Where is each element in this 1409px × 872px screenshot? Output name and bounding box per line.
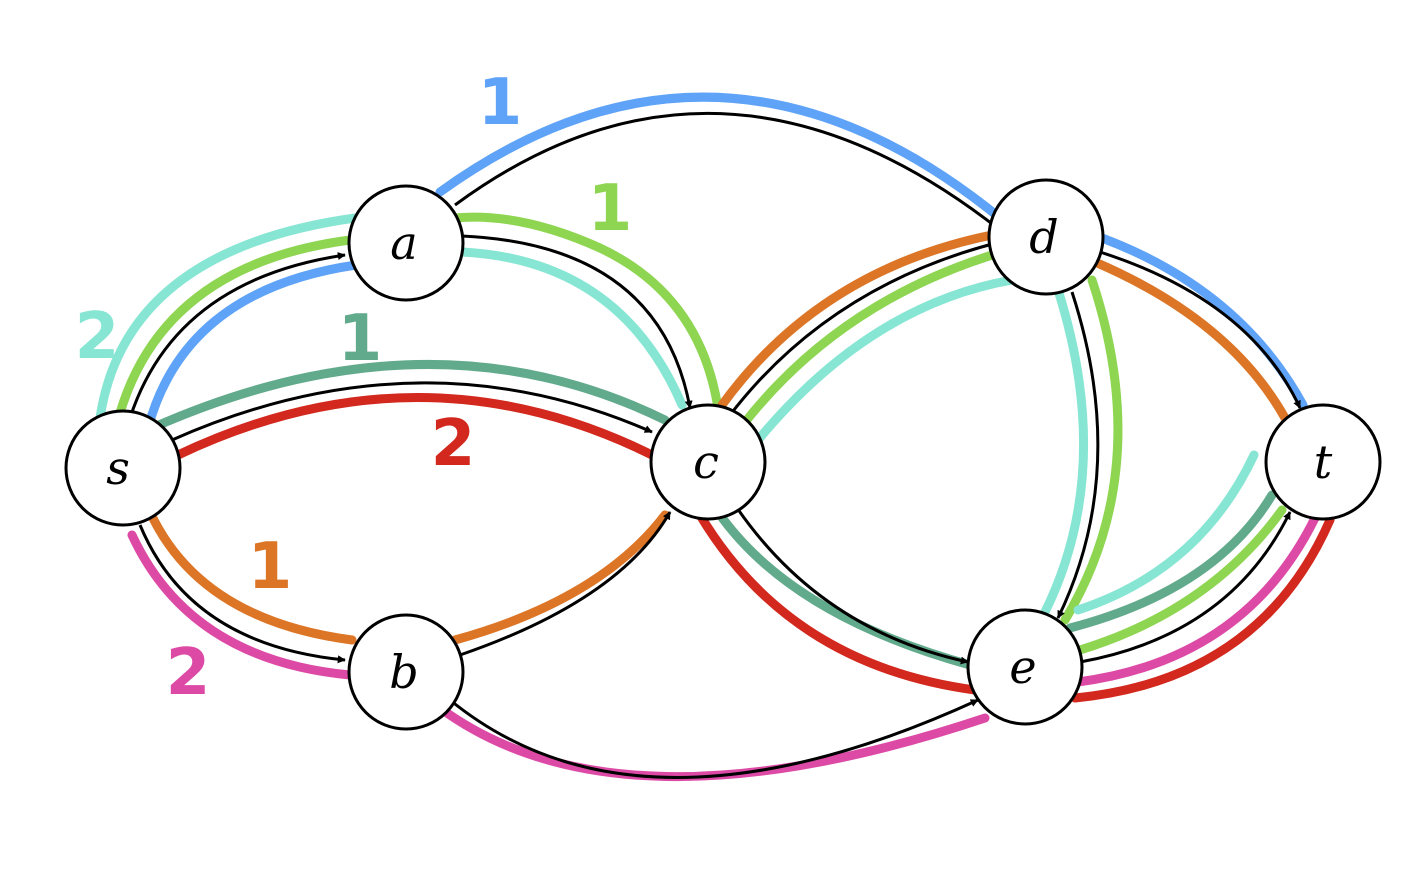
node-a: a [347, 184, 465, 302]
node-label-c: c [693, 435, 719, 489]
flow-path-blue [435, 92, 1005, 223]
flow-path-red [1070, 515, 1335, 703]
node-circle [347, 184, 465, 302]
flow-path-blue [143, 260, 361, 433]
flow-label-lightgreen: 1 [588, 172, 633, 246]
node-s: s [64, 409, 182, 527]
node-b: b [347, 613, 465, 731]
graph-nodes: s a b c d e t [64, 178, 1382, 731]
edge-s-c [171, 381, 653, 442]
node-label-t: t [1314, 435, 1333, 489]
node-c: c [649, 403, 767, 521]
flow-path-lightgreen [737, 247, 1007, 431]
edge-s-b [138, 524, 346, 664]
node-label-s: s [106, 441, 130, 495]
edge-b-c [459, 511, 672, 657]
flow-path-orange [1090, 257, 1290, 423]
flow-label-teal: 1 [338, 302, 383, 376]
flow-path-lightgreen [1075, 505, 1287, 655]
flow-label-orange: 1 [248, 530, 293, 604]
flow-path-orange [145, 507, 357, 645]
flow-path-blue [1097, 233, 1308, 410]
flow-path-lightgreen [450, 212, 723, 413]
node-circle [987, 178, 1105, 296]
flow-path-lightgreen [1060, 275, 1123, 625]
flow-label-red: 2 [431, 407, 476, 481]
edge-c-d [728, 239, 1001, 416]
edge-d-t [1099, 250, 1302, 409]
flow-path-pink [435, 703, 990, 782]
flow-path-red [173, 393, 657, 460]
node-t: t [1264, 403, 1382, 521]
node-circle [649, 403, 767, 521]
node-circle [347, 613, 465, 731]
edge-e-t [1079, 511, 1292, 664]
flow-path-orange [717, 230, 997, 410]
edge-a-d [454, 111, 1001, 232]
flow-path-teal [1065, 490, 1277, 633]
edge-b-e [449, 698, 979, 779]
edge-s-a [128, 252, 346, 419]
flow-label-blue: 1 [478, 66, 523, 140]
flow-path-lightgreen [113, 235, 355, 425]
graph-edges [128, 111, 1302, 779]
flow-path-mint [95, 213, 360, 423]
edge-d-e [1056, 291, 1100, 619]
node-circle [64, 409, 182, 527]
flow-path-mint [1073, 450, 1259, 615]
flow-label-mint: 2 [75, 300, 120, 374]
edge-c-e [733, 504, 969, 665]
node-e: e [966, 608, 1084, 726]
node-d: d [987, 178, 1105, 296]
edge-a-c [461, 234, 693, 409]
flow-path-orange [450, 510, 670, 645]
node-circle [966, 608, 1084, 726]
flow-path-teal [147, 360, 670, 433]
flow-label-pink: 2 [166, 636, 211, 710]
flow-path-mint [1040, 285, 1089, 617]
flow-path-mint [457, 247, 687, 410]
flow-path-pink [127, 530, 355, 680]
node-label-e: e [1009, 640, 1036, 694]
node-label-a: a [390, 216, 417, 270]
node-label-d: d [1029, 210, 1058, 264]
node-label-b: b [389, 645, 418, 699]
node-circle [1264, 403, 1382, 521]
flow-path-pink [1073, 513, 1320, 687]
flow-labels: 1 1 2 1 2 1 2 [75, 66, 633, 710]
flow-path-mint [753, 275, 1017, 445]
flow-path-red [695, 510, 980, 695]
